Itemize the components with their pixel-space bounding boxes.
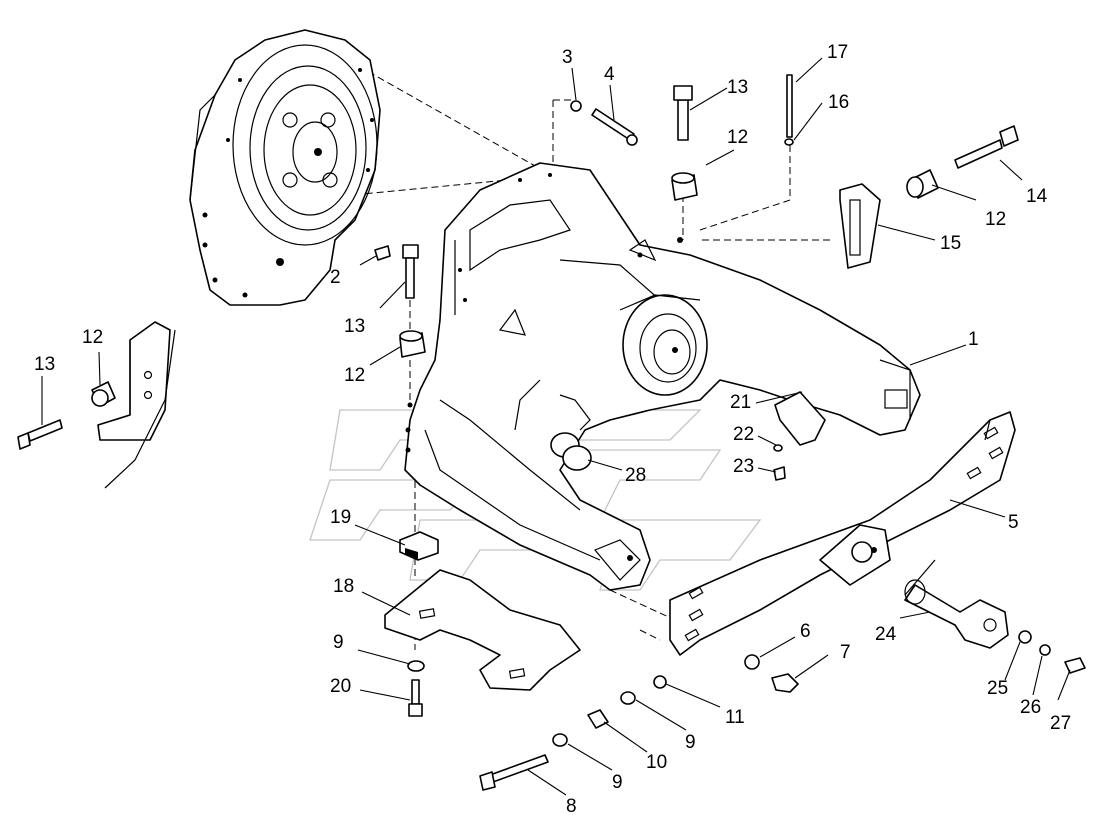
pivot-pin [904,559,1009,649]
callout-13-c: 13 [344,316,365,337]
callout-24: 24 [875,624,897,645]
callout-6: 6 [800,621,811,642]
callout-25: 25 [987,678,1008,699]
callout-12-d: 12 [985,209,1006,230]
callout-15: 15 [940,233,961,254]
callout-5: 5 [1008,512,1019,533]
bottom-bolt-20 [407,660,425,717]
top-fasteners [570,74,1019,269]
callout-26: 26 [1020,697,1041,718]
callout-20: 20 [330,676,351,697]
callout-9-b: 9 [612,772,623,793]
callout-3: 3 [562,47,573,68]
cover-and-seals [550,391,826,481]
leader-lines [41,57,1071,796]
side-rail [669,411,1016,656]
callout-21: 21 [730,392,751,413]
washer-and-bolt-6-7 [744,654,799,693]
callout-1: 1 [968,329,979,350]
callout-7: 7 [840,642,851,663]
callout-9-c: 9 [685,732,696,753]
callout-28: 28 [625,465,646,486]
callout-11: 11 [725,707,745,728]
callout-23: 23 [733,456,754,477]
callout-12-c: 12 [344,365,365,386]
callout-4: 4 [604,64,615,85]
callout-13-b: 13 [34,354,55,375]
callout-19: 19 [330,507,351,528]
callout-14: 14 [1026,186,1048,207]
callout-9-a: 9 [333,632,344,653]
small-fasteners-right [1018,630,1086,674]
callout-10: 10 [646,752,667,773]
mount-plate [384,569,581,691]
dowel-pin-2 [374,245,391,261]
main-housing [404,162,921,591]
callout-13-a: 13 [727,77,748,98]
callout-18: 18 [333,576,354,597]
callout-27: 27 [1050,713,1071,734]
bottom-fasteners-8-11 [479,675,667,791]
callout-numbers: 1 2 3 4 5 6 7 8 9 9 9 10 11 12 12 12 12 … [34,42,1071,817]
vertical-bolt-13 [399,244,426,358]
clamp-block [399,531,439,561]
left-bracket [17,321,176,489]
planetary-housing [189,29,381,306]
callout-17: 17 [827,42,848,63]
callout-22: 22 [733,424,754,445]
callout-8: 8 [566,796,577,817]
callout-12-b: 12 [82,327,103,348]
callout-2: 2 [330,267,341,288]
callout-16: 16 [828,92,849,113]
callout-12-a: 12 [727,127,748,148]
